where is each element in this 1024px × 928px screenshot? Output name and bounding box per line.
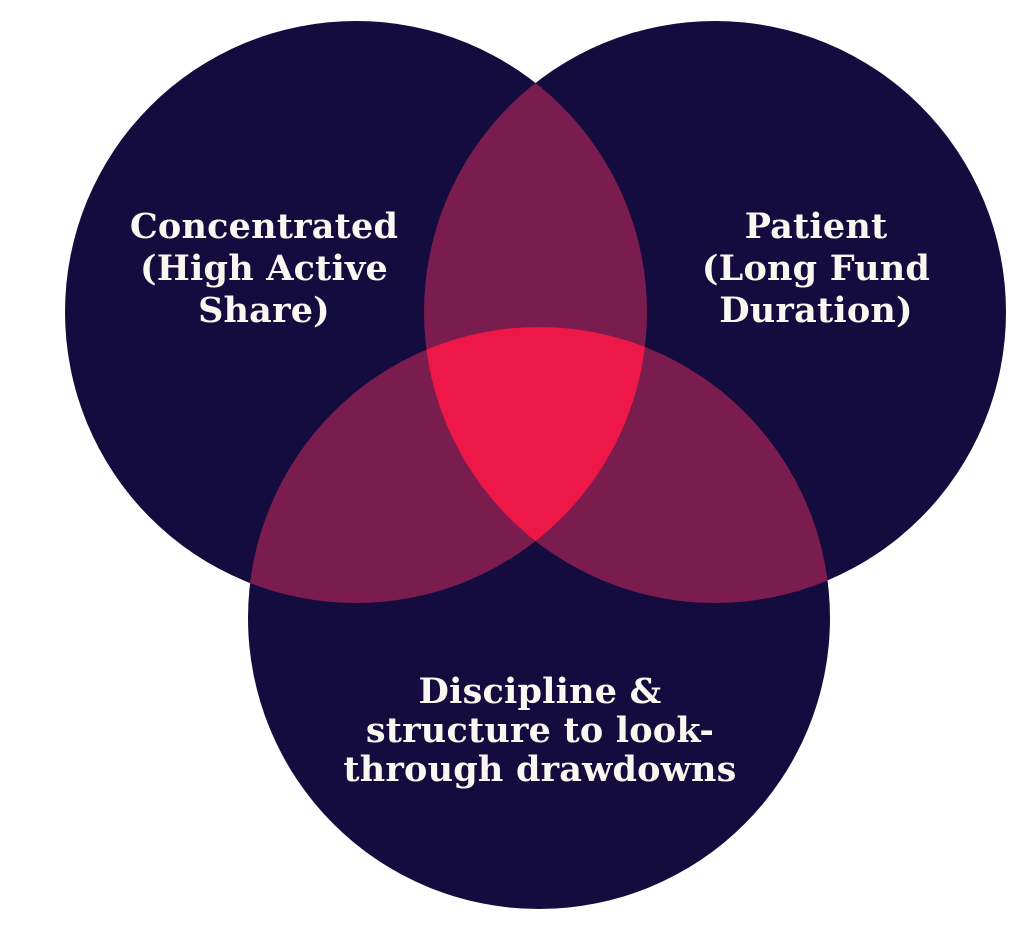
label-patient: Patient (Long Fund Duration) [702,206,930,331]
label-line: Duration) [719,290,913,331]
label-line: Concentrated [130,206,398,247]
label-discipline: Discipline & structure to look- through … [343,671,736,790]
label-line: Share) [198,290,330,331]
label-line: through drawdowns [343,749,736,790]
label-concentrated: Concentrated (High Active Share) [130,206,398,331]
overlap-center [424,327,647,603]
overlap-center-fill [424,327,647,603]
label-line: (Long Fund [702,248,930,289]
overlap-center-inner [424,327,647,603]
label-line: structure to look- [366,710,714,751]
label-line: Patient [745,206,888,247]
label-line: Discipline & [419,671,662,712]
label-line: (High Active [140,248,388,289]
